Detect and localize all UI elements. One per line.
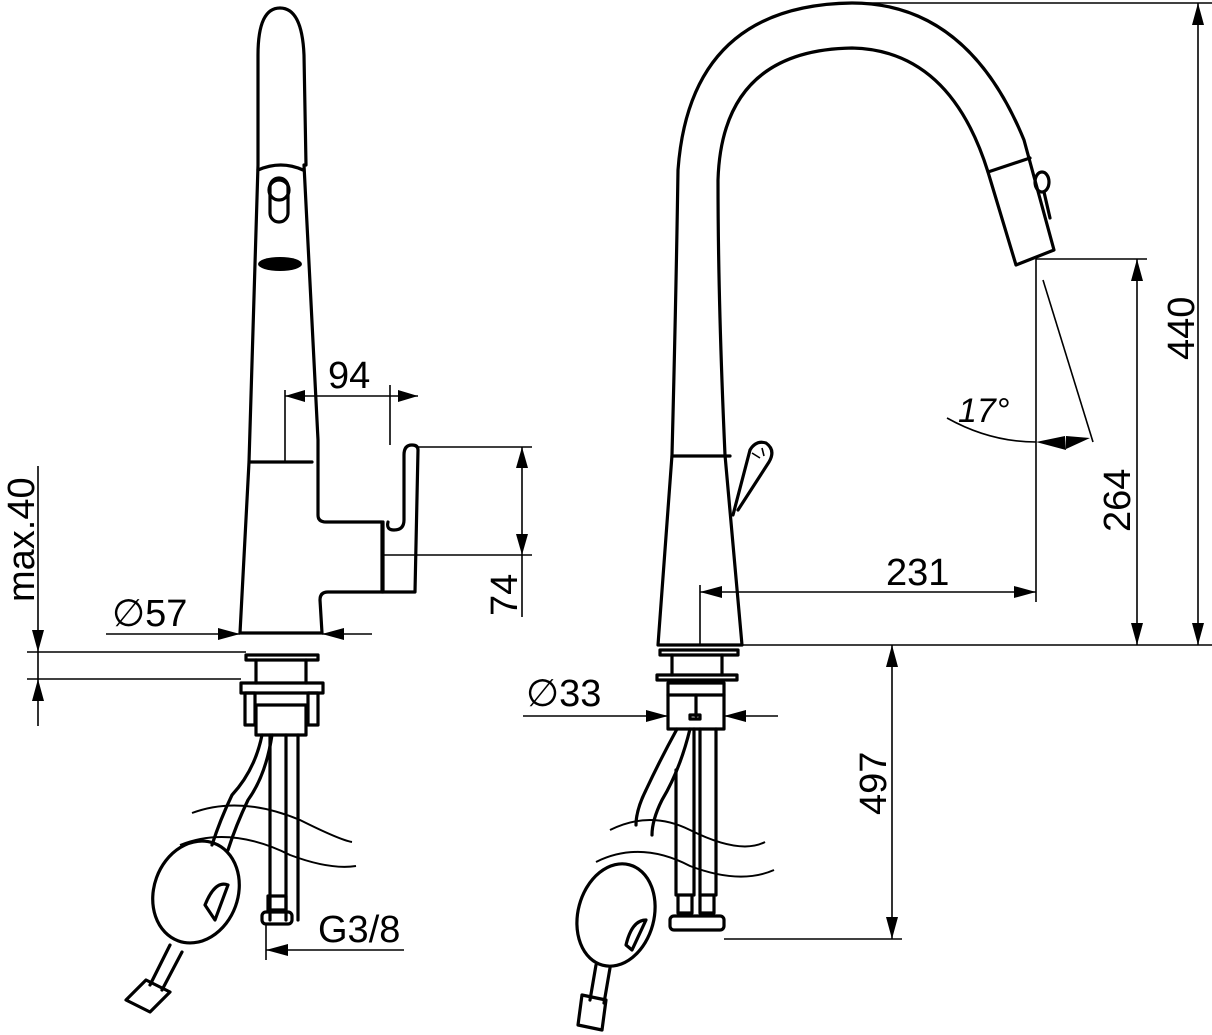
dim-hose-length: 497: [853, 752, 895, 815]
left-faucet-view: 94 74 ∅57 max.40 G3/8: [1, 6, 532, 1014]
left-lever: [380, 443, 420, 594]
left-spout-body: [238, 6, 384, 635]
right-faucet-view: 440 264 231 17° ∅33 497: [523, 1, 1212, 1032]
dim-mounting-thickness: max.40: [1, 477, 43, 602]
right-spout-gooseneck: [656, 1, 1056, 647]
right-lever: [731, 440, 774, 517]
dim-base-diameter: ∅57: [112, 593, 187, 635]
dim-spout-clearance: 264: [1097, 469, 1139, 532]
dim-total-height: 440: [1161, 297, 1203, 360]
dim-lever-height: 74: [484, 574, 526, 616]
dim-spray-angle: 17°: [958, 392, 1009, 430]
dim-lever-reach: 94: [328, 355, 370, 397]
dim-spout-reach: 231: [886, 552, 949, 594]
left-hose-weight: [151, 839, 241, 945]
dim-connection-thread: G3/8: [318, 909, 400, 951]
dim-shank-diameter: ∅33: [526, 673, 601, 715]
right-hose-weight: [575, 862, 657, 968]
